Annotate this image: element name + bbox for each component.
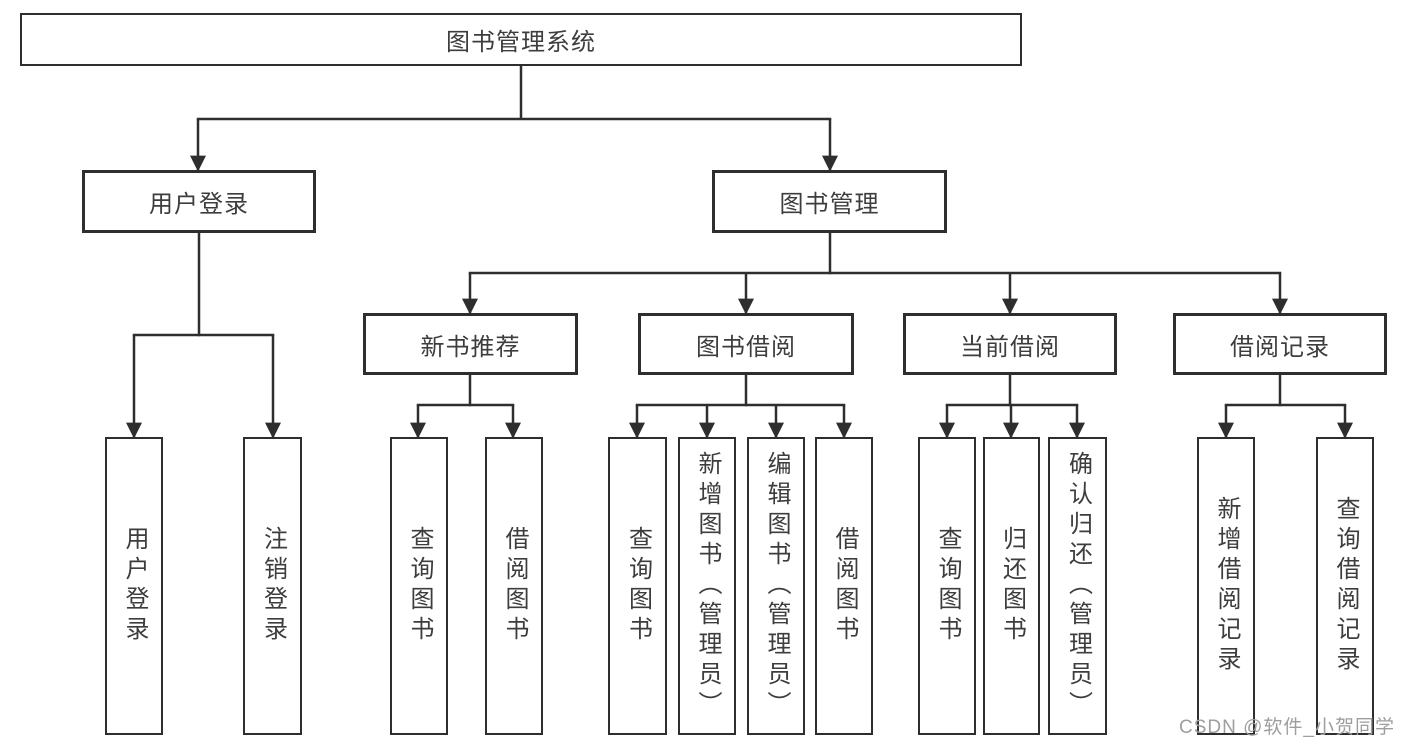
leaf-add-book-admin-label: 新增图书（管理员） [694,451,721,721]
leaf-query-books-current-node: 查询图书 [918,437,976,735]
branch-user-login-node: 用户登录 [82,170,316,233]
csdn-watermark: CSDN @软件_小贺同学 [1179,717,1395,738]
branch-book-management-node: 图书管理 [712,170,947,233]
group-new-book-recommend-node: 新书推荐 [363,313,578,375]
group-current-borrowing-node: 当前借阅 [903,313,1117,375]
group-borrow-records-node: 借阅记录 [1173,313,1387,375]
leaf-query-books-borrowing-node: 查询图书 [608,437,667,735]
leaf-user-login-label: 用户登录 [121,526,148,646]
leaf-confirm-return-admin-node: 确认归还（管理员） [1048,437,1107,735]
leaf-edit-book-admin-label: 编辑图书（管理员） [763,451,790,721]
group-new-book-recommend-label: 新书推荐 [420,333,521,361]
leaf-borrow-books-recommend-label: 借阅图书 [501,526,528,646]
leaf-query-books-recommend-node: 查询图书 [390,437,448,735]
group-book-borrowing-node: 图书借阅 [638,313,854,375]
branch-book-management-label: 图书管理 [779,191,880,218]
leaf-add-borrow-record-node: 新增借阅记录 [1197,437,1255,735]
leaf-query-borrow-record-label: 查询借阅记录 [1332,496,1359,676]
leaf-edit-book-admin-node: 编辑图书（管理员） [747,437,805,735]
leaf-borrow-books-borrowing-node: 借阅图书 [815,437,873,735]
group-borrow-records-label: 借阅记录 [1230,333,1330,361]
leaf-query-books-current-label: 查询图书 [934,526,961,646]
branch-user-login-label: 用户登录 [149,191,249,218]
group-current-borrowing-label: 当前借阅 [960,333,1060,361]
leaf-user-login-node: 用户登录 [105,437,163,735]
leaf-borrow-books-recommend-node: 借阅图书 [485,437,543,735]
leaf-logout-node: 注销登录 [243,437,302,735]
root-node-label: 图书管理系统 [446,29,596,56]
leaf-add-borrow-record-label: 新增借阅记录 [1213,496,1240,676]
leaf-logout-label: 注销登录 [259,526,287,646]
leaf-query-books-recommend-label: 查询图书 [406,526,433,646]
leaf-query-books-borrowing-label: 查询图书 [624,526,652,646]
leaf-return-book-node: 归还图书 [983,437,1040,735]
group-book-borrowing-label: 图书借阅 [696,333,796,361]
root-node-library-system: 图书管理系统 [20,13,1022,66]
leaf-return-book-label: 归还图书 [998,526,1026,646]
leaf-query-borrow-record-node: 查询借阅记录 [1316,437,1374,735]
leaf-borrow-books-borrowing-label: 借阅图书 [831,526,858,646]
leaf-confirm-return-admin-label: 确认归还（管理员） [1064,451,1092,721]
leaf-add-book-admin-node: 新增图书（管理员） [678,437,736,735]
